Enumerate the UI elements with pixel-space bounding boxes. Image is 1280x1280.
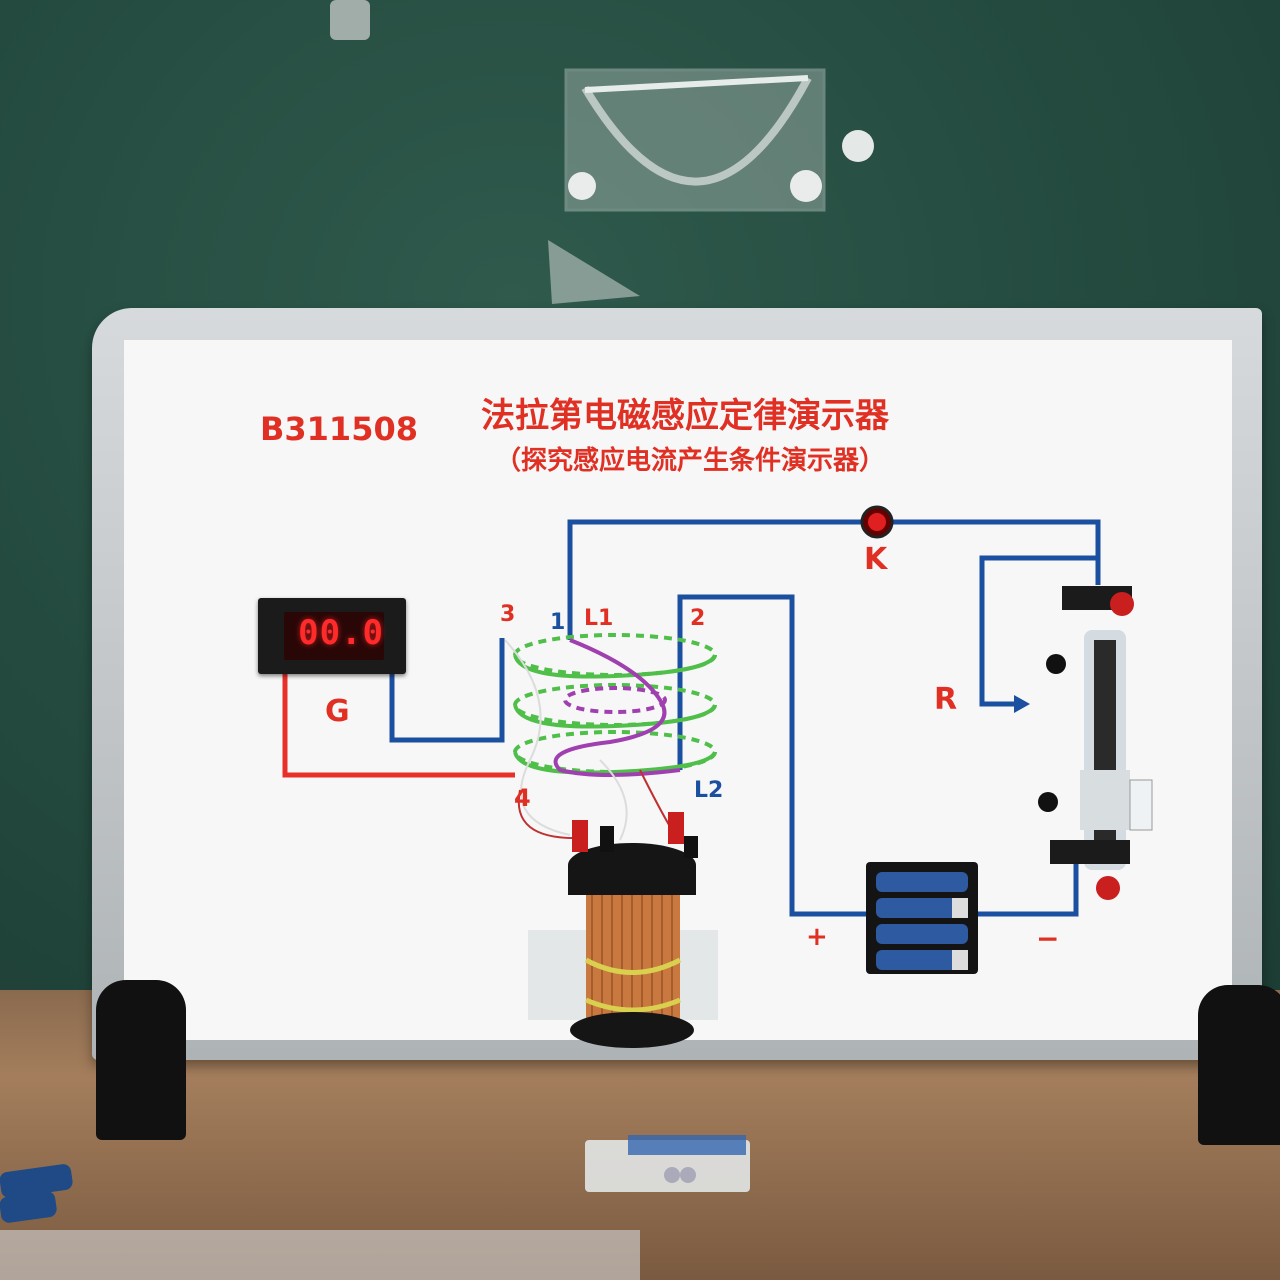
- meter-display: [284, 612, 384, 660]
- coil-drawing: [513, 633, 717, 777]
- meter-reading: 00.0: [298, 613, 384, 653]
- rheostat-label: R: [934, 682, 958, 717]
- magnet-box: [585, 1135, 750, 1192]
- glass-block: [564, 68, 826, 212]
- terminal-1-label: 1: [550, 610, 566, 635]
- blue-wire-battery-plus: [677, 594, 870, 917]
- coil-l1-label: L1: [584, 606, 614, 631]
- glass-prism: [548, 240, 640, 304]
- battery-holder: [866, 862, 978, 974]
- battery-minus-label: −: [1036, 922, 1060, 955]
- battery-plus-label: +: [806, 922, 828, 952]
- glass-panel: [0, 1230, 640, 1280]
- magnet-holder: [330, 0, 370, 40]
- blue-wire-battery-minus: [972, 860, 1079, 917]
- terminal-2-label: 2: [690, 606, 706, 631]
- switch-label: K: [864, 542, 888, 577]
- board-subtitle: （探究感应电流产生条件演示器）: [494, 446, 885, 476]
- left-stand: [96, 980, 186, 1140]
- label-g: G: [325, 694, 350, 729]
- arrow-icon: [1014, 695, 1030, 713]
- board-title: 法拉第电磁感应定律演示器: [481, 396, 889, 436]
- magnet-button: [842, 130, 874, 162]
- terminal-3-label: 3: [500, 602, 516, 627]
- terminal-4-label: 4: [514, 784, 531, 812]
- blue-wire-meter: [389, 638, 505, 743]
- rheostat: [1038, 586, 1153, 900]
- solenoid-coil: [528, 812, 718, 1048]
- red-wire: [282, 672, 515, 778]
- blue-wire-rheostat: [979, 555, 1098, 707]
- coil-l2-label: L2: [694, 778, 724, 803]
- chalkboard-props: [330, 0, 874, 304]
- blue-wire-top: [567, 519, 1101, 640]
- model-number: B311508: [260, 410, 418, 448]
- right-stand: [1198, 985, 1280, 1145]
- loose-batteries: [0, 1164, 73, 1223]
